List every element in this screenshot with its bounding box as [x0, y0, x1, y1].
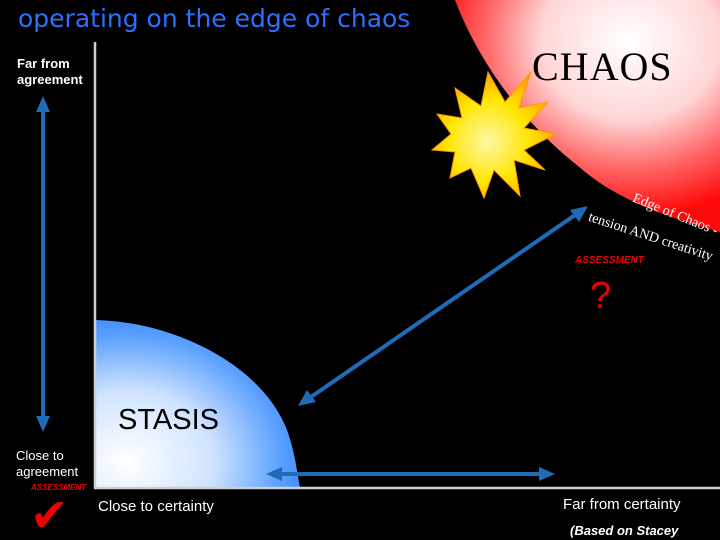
certainty-double-arrow — [266, 467, 555, 481]
chaos-label: CHAOS — [532, 44, 673, 89]
question-mark: ? — [590, 275, 612, 317]
agreement-double-arrow — [36, 96, 50, 432]
starburst-icon — [430, 70, 558, 200]
chaos-region — [455, 0, 720, 232]
stasis-region — [96, 320, 300, 487]
zoo-pointer-arrow — [361, 142, 434, 166]
slide-title: operating on the edge of chaos — [18, 4, 411, 33]
stasis-label: STASIS — [118, 404, 219, 436]
source-note: (Based on Stacey — [570, 523, 679, 538]
far-from-agreement-label: Far from agreement — [17, 56, 83, 87]
far-from-certainty-label: Far from certainty — [563, 496, 681, 513]
close-to-certainty-label: Close to certainty — [98, 498, 214, 515]
diagonal-double-arrow — [298, 206, 588, 406]
zoo-label: ZOO - zone of optimal operation — [249, 95, 396, 141]
assessment-label: ASSESSMENT — [575, 255, 644, 266]
assessment-note: ASSESSMENT — [31, 483, 87, 492]
close-to-agreement-label: Close to agreement — [16, 448, 79, 479]
checkmark-icon: ✔ — [30, 488, 69, 540]
